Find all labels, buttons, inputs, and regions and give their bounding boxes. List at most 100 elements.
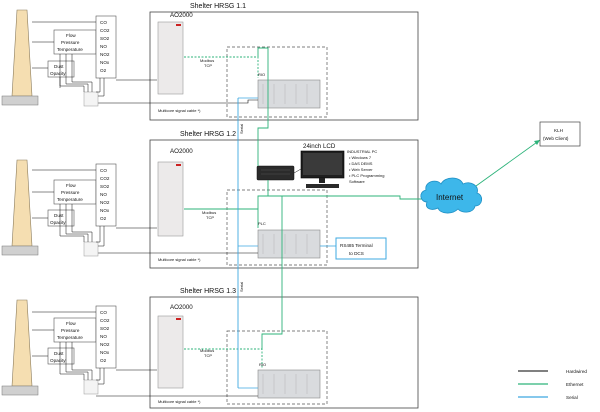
rs485-label: to DCS <box>349 251 364 256</box>
controller-cabinet <box>226 46 328 118</box>
dust-label: Dust <box>54 351 64 356</box>
internet-cloud: Internet <box>420 177 483 214</box>
gas-input-box <box>95 305 117 369</box>
shelter-box <box>149 139 419 269</box>
junction-box-icon <box>83 241 99 257</box>
modbus-label: Modbus <box>200 348 214 353</box>
arrowhead-icon <box>534 140 540 145</box>
hardwired-link <box>96 99 258 104</box>
gas-label: SO2 <box>100 326 110 331</box>
flow-input-box <box>53 29 97 55</box>
shelter-box <box>149 296 419 409</box>
gas-label: O2 <box>100 216 107 221</box>
shelter-hrsg-1-1: Shelter HRSG 1.1 AO2000 Modbus TCP RIO M… <box>96 3 419 121</box>
stack-instruments-row-1: Flow Pressure Temperature Dust Opacity C… <box>1 9 117 107</box>
flow-label: Flow <box>66 183 76 188</box>
lcd-label: 24inch LCD <box>303 143 336 150</box>
modbus-label: Modbus <box>202 210 216 215</box>
legend-label: Serial <box>566 395 578 400</box>
web-client-box <box>539 121 581 147</box>
controller-cabinet <box>226 189 328 266</box>
stack-base-icon <box>1 95 39 106</box>
flow-label: Flow <box>66 33 76 38</box>
analyzer-cabinet-icon <box>157 161 184 237</box>
web-client: KLH (Web Client) <box>475 121 581 187</box>
shelter-title: Shelter HRSG 1.2 <box>180 131 236 138</box>
pc-spec-line: INDUSTRIAL PC <box>347 149 377 154</box>
pressure-label: Pressure <box>61 328 80 333</box>
temperature-label: Temperature <box>57 335 83 340</box>
ethernet-link <box>184 348 263 368</box>
legend-label: Ethernet <box>566 382 584 387</box>
shelter-hrsg-1-3: Shelter HRSG 1.3 AO2000 Modbus TCP RIO M… <box>96 288 419 409</box>
internet-cloud-icon <box>420 177 483 214</box>
controller-cabinet <box>226 330 328 405</box>
serial-vertical-label: Serial <box>239 282 244 292</box>
ethernet-backbone <box>257 47 422 349</box>
cable-label: Multicore signal cable *) <box>158 399 201 404</box>
chimney-stack-icon <box>11 9 33 97</box>
stack-base-icon <box>1 385 39 396</box>
controller-label: PLC <box>258 221 266 226</box>
chimney-stack-icon <box>11 159 33 247</box>
pressure-label: Pressure <box>61 190 80 195</box>
pc-spec-line: Software <box>349 179 366 184</box>
ethernet-link <box>475 139 541 187</box>
junction-box-icon <box>83 379 99 395</box>
gas-label: NOx <box>100 350 110 355</box>
gas-label: CO2 <box>100 176 110 181</box>
plc-module-icon <box>257 229 321 259</box>
cable-label: Multicore signal cable *) <box>158 257 201 262</box>
dust-label: Dust <box>54 213 64 218</box>
analyzer-label: AO2000 <box>170 12 193 19</box>
video-cable <box>293 168 302 174</box>
gas-label: SO2 <box>100 184 110 189</box>
temperature-label: Temperature <box>57 197 83 202</box>
gas-label: NO <box>100 192 107 197</box>
gas-label: NO <box>100 334 107 339</box>
shelter-box <box>149 11 419 121</box>
stack-instruments-row-2: Flow Pressure Temperature Dust Opacity C… <box>1 159 117 257</box>
gas-label: NO <box>100 44 107 49</box>
flow-input-box <box>53 179 97 205</box>
keyboard-icon <box>306 184 339 188</box>
gas-label: CO <box>100 20 107 25</box>
legend-label: Hardwired <box>566 369 587 374</box>
hardwired-links <box>32 311 105 385</box>
ethernet-link <box>184 208 259 228</box>
pressure-label: Pressure <box>61 40 80 45</box>
legend: Hardwired Ethernet Serial <box>518 369 587 400</box>
gas-label: NO2 <box>100 342 110 347</box>
rs485-label: RS485 Terminal <box>340 243 373 248</box>
web-client-label: KLH <box>554 128 563 133</box>
analyzer-logo-icon <box>176 318 181 320</box>
gas-label: NOx <box>100 60 110 65</box>
gas-label: CO <box>100 168 107 173</box>
analyzer-logo-icon <box>176 24 181 26</box>
monitor-stand-icon <box>319 178 325 183</box>
hardwired-links <box>32 21 105 97</box>
dust-label: Dust <box>54 64 64 69</box>
gas-label: NOx <box>100 208 110 213</box>
lcd-screen <box>303 153 342 175</box>
gas-input-box <box>95 15 117 79</box>
modbus-label: TCP <box>204 63 212 68</box>
analyzer-label: AO2000 <box>170 304 193 311</box>
pc-spec-line: • DAS DEMS <box>349 161 373 166</box>
serial-vertical-label: Serial <box>239 124 244 134</box>
flow-label: Flow <box>66 321 76 326</box>
gas-label: CO <box>100 310 107 315</box>
stack-instruments-row-3: Flow Pressure Temperature Dust Opacity C… <box>1 299 117 396</box>
shelter-title: Shelter HRSG 1.3 <box>180 288 236 295</box>
gas-label: NO2 <box>100 200 110 205</box>
web-client-label: (Web Client) <box>543 136 569 141</box>
stack-base-icon <box>1 245 39 256</box>
cable-label: Multicore signal cable *) <box>158 108 201 113</box>
temperature-label: Temperature <box>57 47 83 52</box>
modbus-label: Modbus <box>200 58 214 63</box>
analyzer-cabinet-icon <box>157 315 184 389</box>
rio-module-icon <box>257 369 321 399</box>
chimney-stack-icon <box>11 299 33 387</box>
rs485-terminal-box <box>335 237 387 260</box>
pc-spec-line: • Windows 7 <box>349 155 372 160</box>
